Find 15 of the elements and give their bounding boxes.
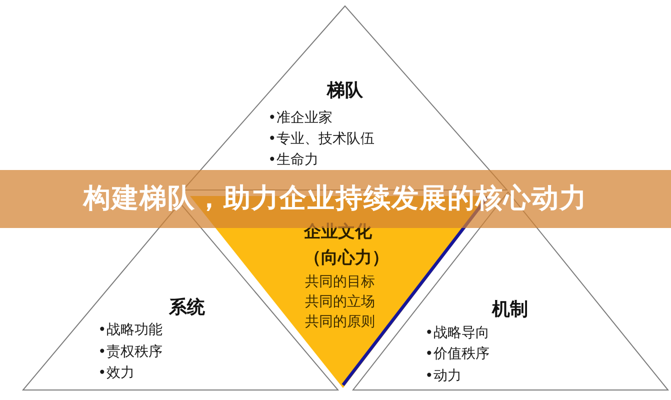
list-item: •战略导向 bbox=[425, 324, 490, 342]
heading: 梯队 bbox=[327, 80, 363, 102]
list-item: •战略功能 bbox=[98, 321, 162, 339]
heading: 系统 bbox=[169, 297, 205, 319]
list-item: •效力 bbox=[98, 364, 134, 382]
list-item: 共同的立场 bbox=[305, 293, 375, 311]
list-item: •专业、技术队伍 bbox=[268, 130, 374, 148]
list-item: •动力 bbox=[425, 367, 462, 385]
list-item: •准企业家 bbox=[268, 109, 332, 127]
list-item: •价值秩序 bbox=[425, 345, 490, 363]
list-item: •责权秩序 bbox=[98, 343, 162, 361]
list-item: 共同的原则 bbox=[305, 313, 375, 331]
heading: 机制 bbox=[492, 299, 528, 321]
list-item: •生命力 bbox=[268, 151, 318, 169]
list-item: 共同的目标 bbox=[305, 273, 375, 291]
